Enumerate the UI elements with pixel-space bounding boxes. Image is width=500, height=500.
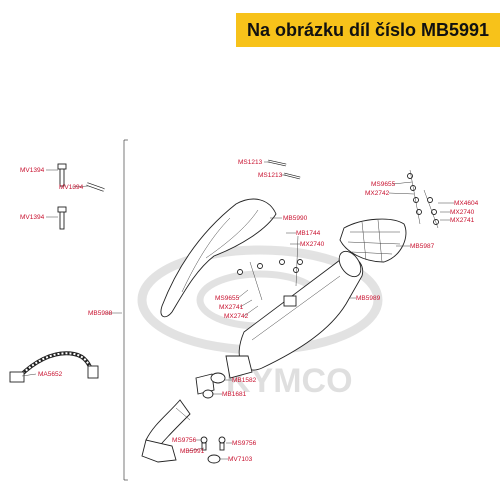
leader-lines <box>21 161 454 460</box>
washer-stack-top <box>407 169 439 229</box>
screw-ms1213-b <box>283 172 301 180</box>
label-mx2740-top[interactable]: MX2740 <box>450 209 475 216</box>
bolt-ms9756-right <box>218 436 226 451</box>
part-labels: MV1394 MV1394 MV1394 MS1213 MS1213 MS965… <box>20 159 479 463</box>
label-mb5989[interactable]: MB5989 <box>356 295 381 302</box>
label-mb1582[interactable]: MB1582 <box>232 377 257 384</box>
heat-shield-mb5990 <box>160 198 277 318</box>
label-ms9756-right[interactable]: MS9756 <box>232 440 257 447</box>
gasket-mb1681 <box>202 389 214 399</box>
label-mv1394-top[interactable]: MV1394 <box>20 167 45 174</box>
gasket-mb1582 <box>210 372 226 384</box>
heat-shield-edge <box>205 209 259 259</box>
label-mx2742-middle[interactable]: MX2742 <box>224 313 249 320</box>
label-mx2740-middle[interactable]: MX2740 <box>300 241 325 248</box>
label-mb1744[interactable]: MB1744 <box>296 230 321 237</box>
label-mb5987[interactable]: MB5987 <box>410 243 435 250</box>
cover-mb5987 <box>339 218 407 263</box>
banner-title: Na obrázku díl číslo MB5991 <box>246 19 490 40</box>
label-mx2742-top[interactable]: MX2742 <box>365 190 390 197</box>
cover-mb5987-mesh <box>347 219 401 263</box>
bolt-mv1394-top <box>57 163 67 187</box>
label-mx2741-top[interactable]: MX2741 <box>450 217 475 224</box>
label-mb1681[interactable]: MB1681 <box>222 391 247 398</box>
label-mx4604[interactable]: MX4604 <box>454 200 479 207</box>
part-number-banner: Na obrázku díl číslo MB5991 <box>236 13 500 47</box>
washer-stack-middle <box>237 235 303 301</box>
label-ms9655-top[interactable]: MS9655 <box>371 181 396 188</box>
exhaust-pipe <box>141 355 253 463</box>
nut-mv7103 <box>207 454 221 464</box>
label-mb5988[interactable]: MB5988 <box>88 310 113 317</box>
label-mb5990[interactable]: MB5990 <box>283 215 308 222</box>
screw-ms1213-a <box>267 159 287 167</box>
label-mb5991[interactable]: MB5991 <box>180 448 205 455</box>
label-mv1394-middle[interactable]: MV1394 <box>59 184 84 191</box>
label-mx2741-middle[interactable]: MX2741 <box>219 304 244 311</box>
bolt-mv1394-bottom <box>57 206 67 230</box>
oxygen-sensor-ma5652 <box>9 351 99 383</box>
label-mv7103[interactable]: MV7103 <box>228 456 253 463</box>
label-ms1213-b[interactable]: MS1213 <box>258 172 283 179</box>
label-ma5652[interactable]: MA5652 <box>38 371 63 378</box>
label-ms1213-a[interactable]: MS1213 <box>238 159 263 166</box>
bolt-mv1394-middle <box>86 182 105 192</box>
label-mv1394-bottom[interactable]: MV1394 <box>20 214 45 221</box>
label-ms9655-middle[interactable]: MS9655 <box>215 295 240 302</box>
label-ms9756-left[interactable]: MS9756 <box>172 437 197 444</box>
heat-shield-detail <box>181 217 231 293</box>
